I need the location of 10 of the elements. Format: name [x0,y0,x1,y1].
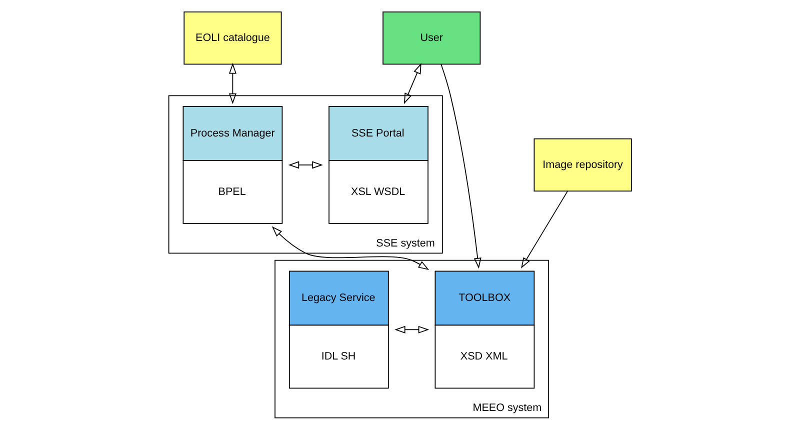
arrow [440,64,481,269]
arrow [520,190,568,268]
arrow [394,326,429,334]
arrow [403,63,421,104]
node-box: User [382,12,480,65]
arrow [288,161,322,169]
node-box: Image repository [533,138,632,192]
node-box: EOLI catalogue [183,12,282,65]
arrow [228,62,236,104]
arrow [271,226,429,270]
